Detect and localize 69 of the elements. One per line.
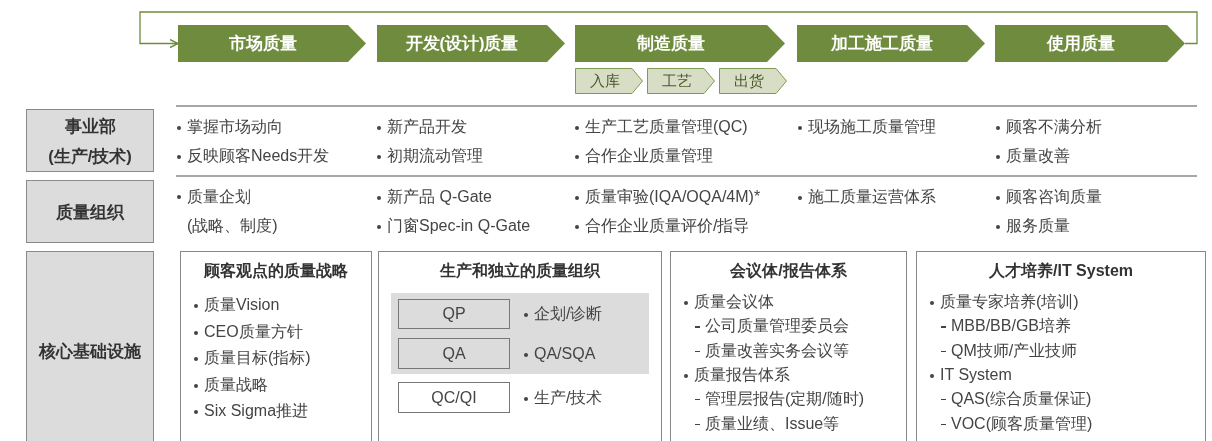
list-item: 质量Vision <box>193 294 280 316</box>
label-box: QC/QI <box>398 382 510 413</box>
list-item: VOC(顾客质量管理) <box>929 412 1093 435</box>
list-item: 质量目标(指标) <box>193 347 311 369</box>
stage-label: 入库 <box>589 71 620 91</box>
list-item: 反映顾客Needs开发 <box>176 145 330 167</box>
stage-label: 出货 <box>733 71 764 91</box>
list-item: 新产品开发 <box>376 116 467 138</box>
stage-banner <box>797 25 985 62</box>
list-item: 顾客不满分析 <box>995 116 1102 138</box>
list-item: QM技师/产业技师 <box>929 339 1078 362</box>
list-item: 质量业绩、Issue等 <box>683 412 840 435</box>
list-item: 生产工艺质量管理(QC) <box>574 116 748 138</box>
list-item: QAS(综合质量保证) <box>929 388 1092 411</box>
panel <box>670 251 907 441</box>
stage-banner <box>178 25 366 62</box>
stage-label: 制造质量 <box>637 32 705 54</box>
list-item: 质量改善实务会议等 <box>683 339 849 362</box>
list-item: IT System <box>929 363 1012 386</box>
list-item: 质量报告体系 <box>683 363 790 386</box>
list-item: 公司质量管理委员会 <box>683 315 849 338</box>
list-item: 合作企业质量评价/指导 <box>574 215 750 237</box>
panel-heading: 生产和独立的质量组织 <box>438 261 601 281</box>
loop-arrow <box>139 11 1198 49</box>
panel <box>916 251 1206 441</box>
list-item: 质量改善 <box>995 145 1070 167</box>
list-item: QA/SQA <box>523 342 596 365</box>
list-item: 质量审验(IQA/OQA/4M)* <box>574 186 761 208</box>
list-item: MBB/BB/GB培养 <box>929 315 1072 338</box>
stage-banner <box>995 25 1185 62</box>
stage-banner <box>575 25 785 62</box>
list-item: 初期流动管理 <box>376 145 483 167</box>
list-item: Six Sigma推进 <box>193 400 309 422</box>
row-header: 质量组织 <box>26 180 154 243</box>
stage-label: 工艺 <box>661 71 692 91</box>
label-box: QP <box>398 299 510 329</box>
list-item: 企划/诊断 <box>523 303 603 325</box>
row-header: 核心基础设施 <box>26 251 154 441</box>
list-item: 新产品 Q-Gate <box>376 186 492 208</box>
stage-label: 使用质量 <box>1047 32 1115 54</box>
list-item: 质量会议体 <box>683 291 774 313</box>
list-item: 生产/技术 <box>523 386 603 409</box>
list-item: 现场施工质量管理 <box>797 116 936 138</box>
stage-banner <box>377 25 565 62</box>
list-item: 合作企业质量管理 <box>574 145 713 167</box>
stage-label: 市场质量 <box>229 32 297 54</box>
panel-heading: 顾客观点的质量战略 <box>203 261 349 281</box>
list-item: 服务质量 <box>995 215 1070 237</box>
shaded-band <box>391 293 649 374</box>
list-item: 管理层报告(定期/随时) <box>683 388 865 411</box>
panel-heading: 人才培养/IT System <box>988 261 1134 281</box>
list-item: 门窗Spec-in Q-Gate <box>376 215 531 237</box>
list-item: 掌握市场动向 <box>176 116 283 138</box>
panel <box>180 251 372 441</box>
label-box: QA <box>398 338 510 369</box>
panel-heading: 会议体/报告体系 <box>729 261 848 281</box>
stage-label: 加工施工质量 <box>831 32 933 54</box>
list-item: CEO质量方针 <box>193 320 303 343</box>
list-item: 质量企划 (战略、制度) <box>176 182 287 240</box>
stage-banner <box>719 68 787 94</box>
stage-banner <box>647 68 715 94</box>
list-item: 顾客咨询质量 <box>995 186 1102 208</box>
panel <box>378 251 662 441</box>
stage-label: 开发(设计)质量 <box>405 32 519 54</box>
row-header: 事业部 (生产/技术) <box>26 109 154 172</box>
list-item: 施工质量运营体系 <box>797 186 936 208</box>
list-item: 质量专家培养(培训) <box>929 291 1079 313</box>
list-item: 质量战略 <box>193 373 268 396</box>
stage-banner <box>575 68 643 94</box>
